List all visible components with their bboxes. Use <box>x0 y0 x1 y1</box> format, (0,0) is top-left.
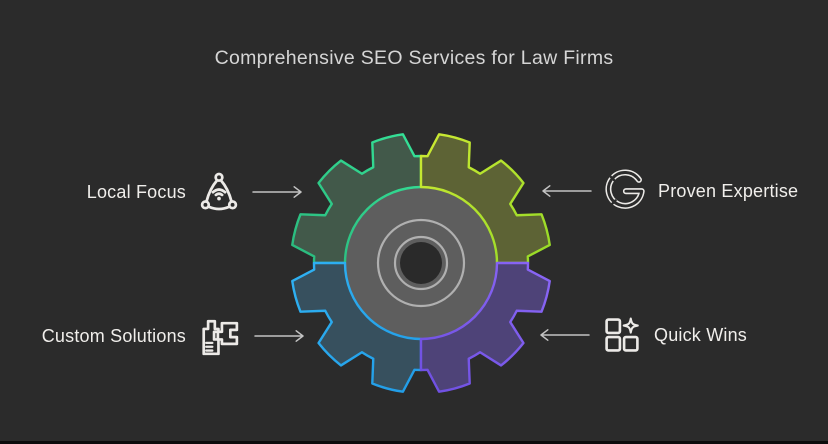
local-focus-label: Local Focus <box>86 181 186 202</box>
gear-hub-ring-outer <box>376 218 466 308</box>
arrow-right-icon <box>254 328 306 344</box>
callout-local-focus: Local Focus <box>87 169 304 215</box>
gear-quadrant-top-left <box>291 133 423 265</box>
puzzle-pieces-icon <box>197 313 243 359</box>
page-title: Comprehensive SEO Services for Law Firms <box>214 47 614 69</box>
gear-hub-disc <box>345 187 497 339</box>
callout-quick-wins: Quick Wins <box>538 312 747 358</box>
arrow-left-icon <box>540 183 592 199</box>
arrow-right-icon <box>252 184 304 200</box>
network-nodes-icon <box>197 170 241 214</box>
sparkle-squares-icon <box>601 314 643 356</box>
gear-hub-hole <box>400 242 442 284</box>
callout-custom-solutions: Custom Solutions <box>42 313 306 359</box>
gear-quadrant-bottom-left <box>291 261 423 393</box>
gear-hub-ring-inner <box>393 235 449 291</box>
gear-quadrant-bottom-right <box>419 261 551 393</box>
arrow-left-icon <box>538 327 590 343</box>
quick-wins-label: Quick Wins <box>654 324 748 345</box>
google-g-icon <box>603 169 647 213</box>
gear-quadrant-top-right <box>419 133 551 265</box>
custom-solutions-label: Custom Solutions <box>41 325 186 346</box>
bottom-edge <box>0 441 828 444</box>
proven-expertise-label: Proven Expertise <box>658 180 799 201</box>
callout-proven-expertise: Proven Expertise <box>540 168 798 214</box>
